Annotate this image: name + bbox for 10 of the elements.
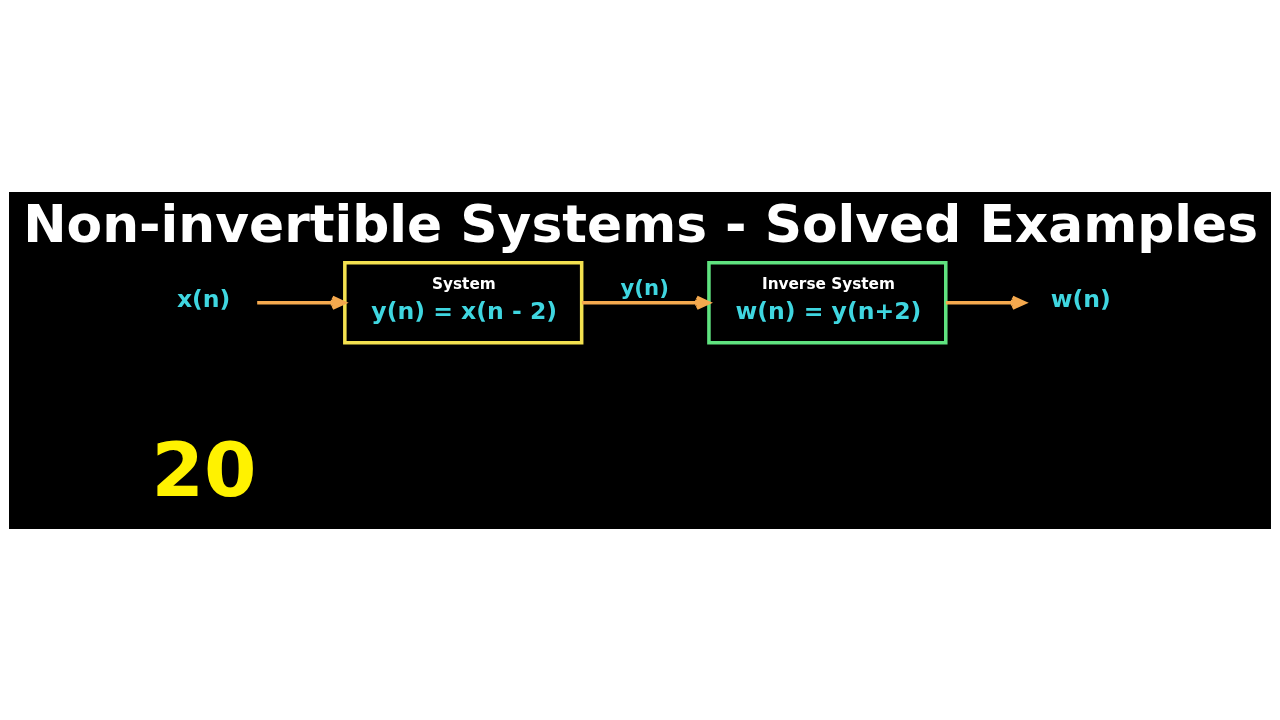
edge-label: y(n) [620, 274, 669, 300]
node-box: Inverse System w(n) = y(n+2) [707, 260, 948, 345]
arrow [581, 295, 711, 310]
diagram-title: Non-invertible Systems - Solved Examples [23, 193, 1259, 254]
arrow [945, 295, 1027, 310]
node-box: System y(n) = x(n - 2) [343, 260, 584, 345]
node-text: x(n) [176, 284, 231, 313]
arrow [257, 295, 347, 310]
label: 20 [151, 425, 257, 514]
node-text: w(n) [1050, 284, 1111, 313]
